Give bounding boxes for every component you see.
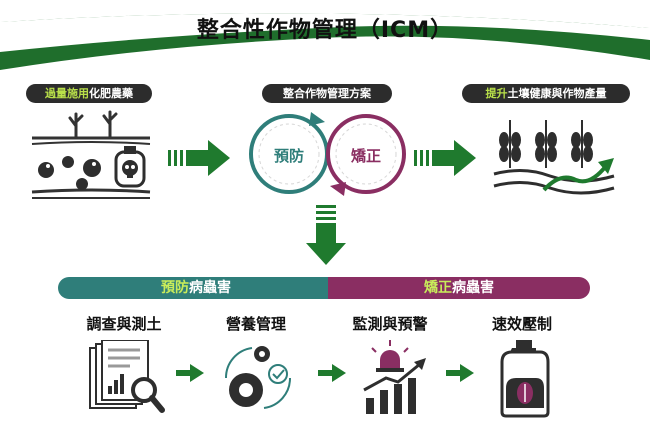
banner-correct-highlight: 矯正 <box>424 280 452 296</box>
pill-overuse-highlight: 過量施用 <box>45 87 89 100</box>
prevent-correct-cycle <box>249 112 406 196</box>
banner-prevent-pests: 預防病蟲害 <box>58 277 334 299</box>
step-arrow-3 <box>446 364 474 382</box>
step-label-nutrition: 營養管理 <box>225 315 286 333</box>
flow-arrow-right-1 <box>168 140 230 176</box>
step-arrow-1 <box>176 364 204 382</box>
circle-correct-label: 矯正 <box>350 147 381 165</box>
title-background-swoosh <box>0 0 650 70</box>
banner-prevent-rest: 病蟲害 <box>189 280 231 296</box>
banner-correct-pests: 矯正病蟲害 <box>328 277 590 299</box>
flow-arrow-right-2 <box>414 140 476 176</box>
banner-prevent-highlight: 預防 <box>161 280 189 296</box>
step-label-survey: 調查與測土 <box>86 315 162 333</box>
banner-correct-rest: 病蟲害 <box>452 280 494 296</box>
survey-document-icon <box>89 340 165 413</box>
flow-arrow-down <box>306 205 346 265</box>
healthy-crops-icon <box>493 120 615 195</box>
pill-icm-plan: 整合作物管理方案 <box>262 84 392 103</box>
gears-cycle-icon <box>224 346 292 409</box>
pesticide-bottle-icon <box>500 340 550 418</box>
soil-chemicals-icon <box>31 110 151 199</box>
pill-improve-rest: 土壤健康與作物產量 <box>507 87 607 100</box>
pill-improve-highlight: 提升 <box>485 87 508 100</box>
alarm-chart-icon <box>363 340 426 414</box>
step-arrow-2 <box>318 364 346 382</box>
pill-overuse-chemicals: 過量施用化肥農藥 <box>26 84 152 103</box>
step-label-suppression: 速效壓制 <box>491 315 552 333</box>
pill-overuse-rest: 化肥農藥 <box>89 87 133 100</box>
page-title: 整合性作物管理（ICM） <box>196 18 454 43</box>
pill-improve-soil: 提升土壤健康與作物產量 <box>462 84 630 103</box>
pill-icm-plan-label: 整合作物管理方案 <box>283 87 371 100</box>
circle-prevent-label: 預防 <box>273 147 304 165</box>
step-label-monitoring: 監測與預警 <box>352 315 428 333</box>
